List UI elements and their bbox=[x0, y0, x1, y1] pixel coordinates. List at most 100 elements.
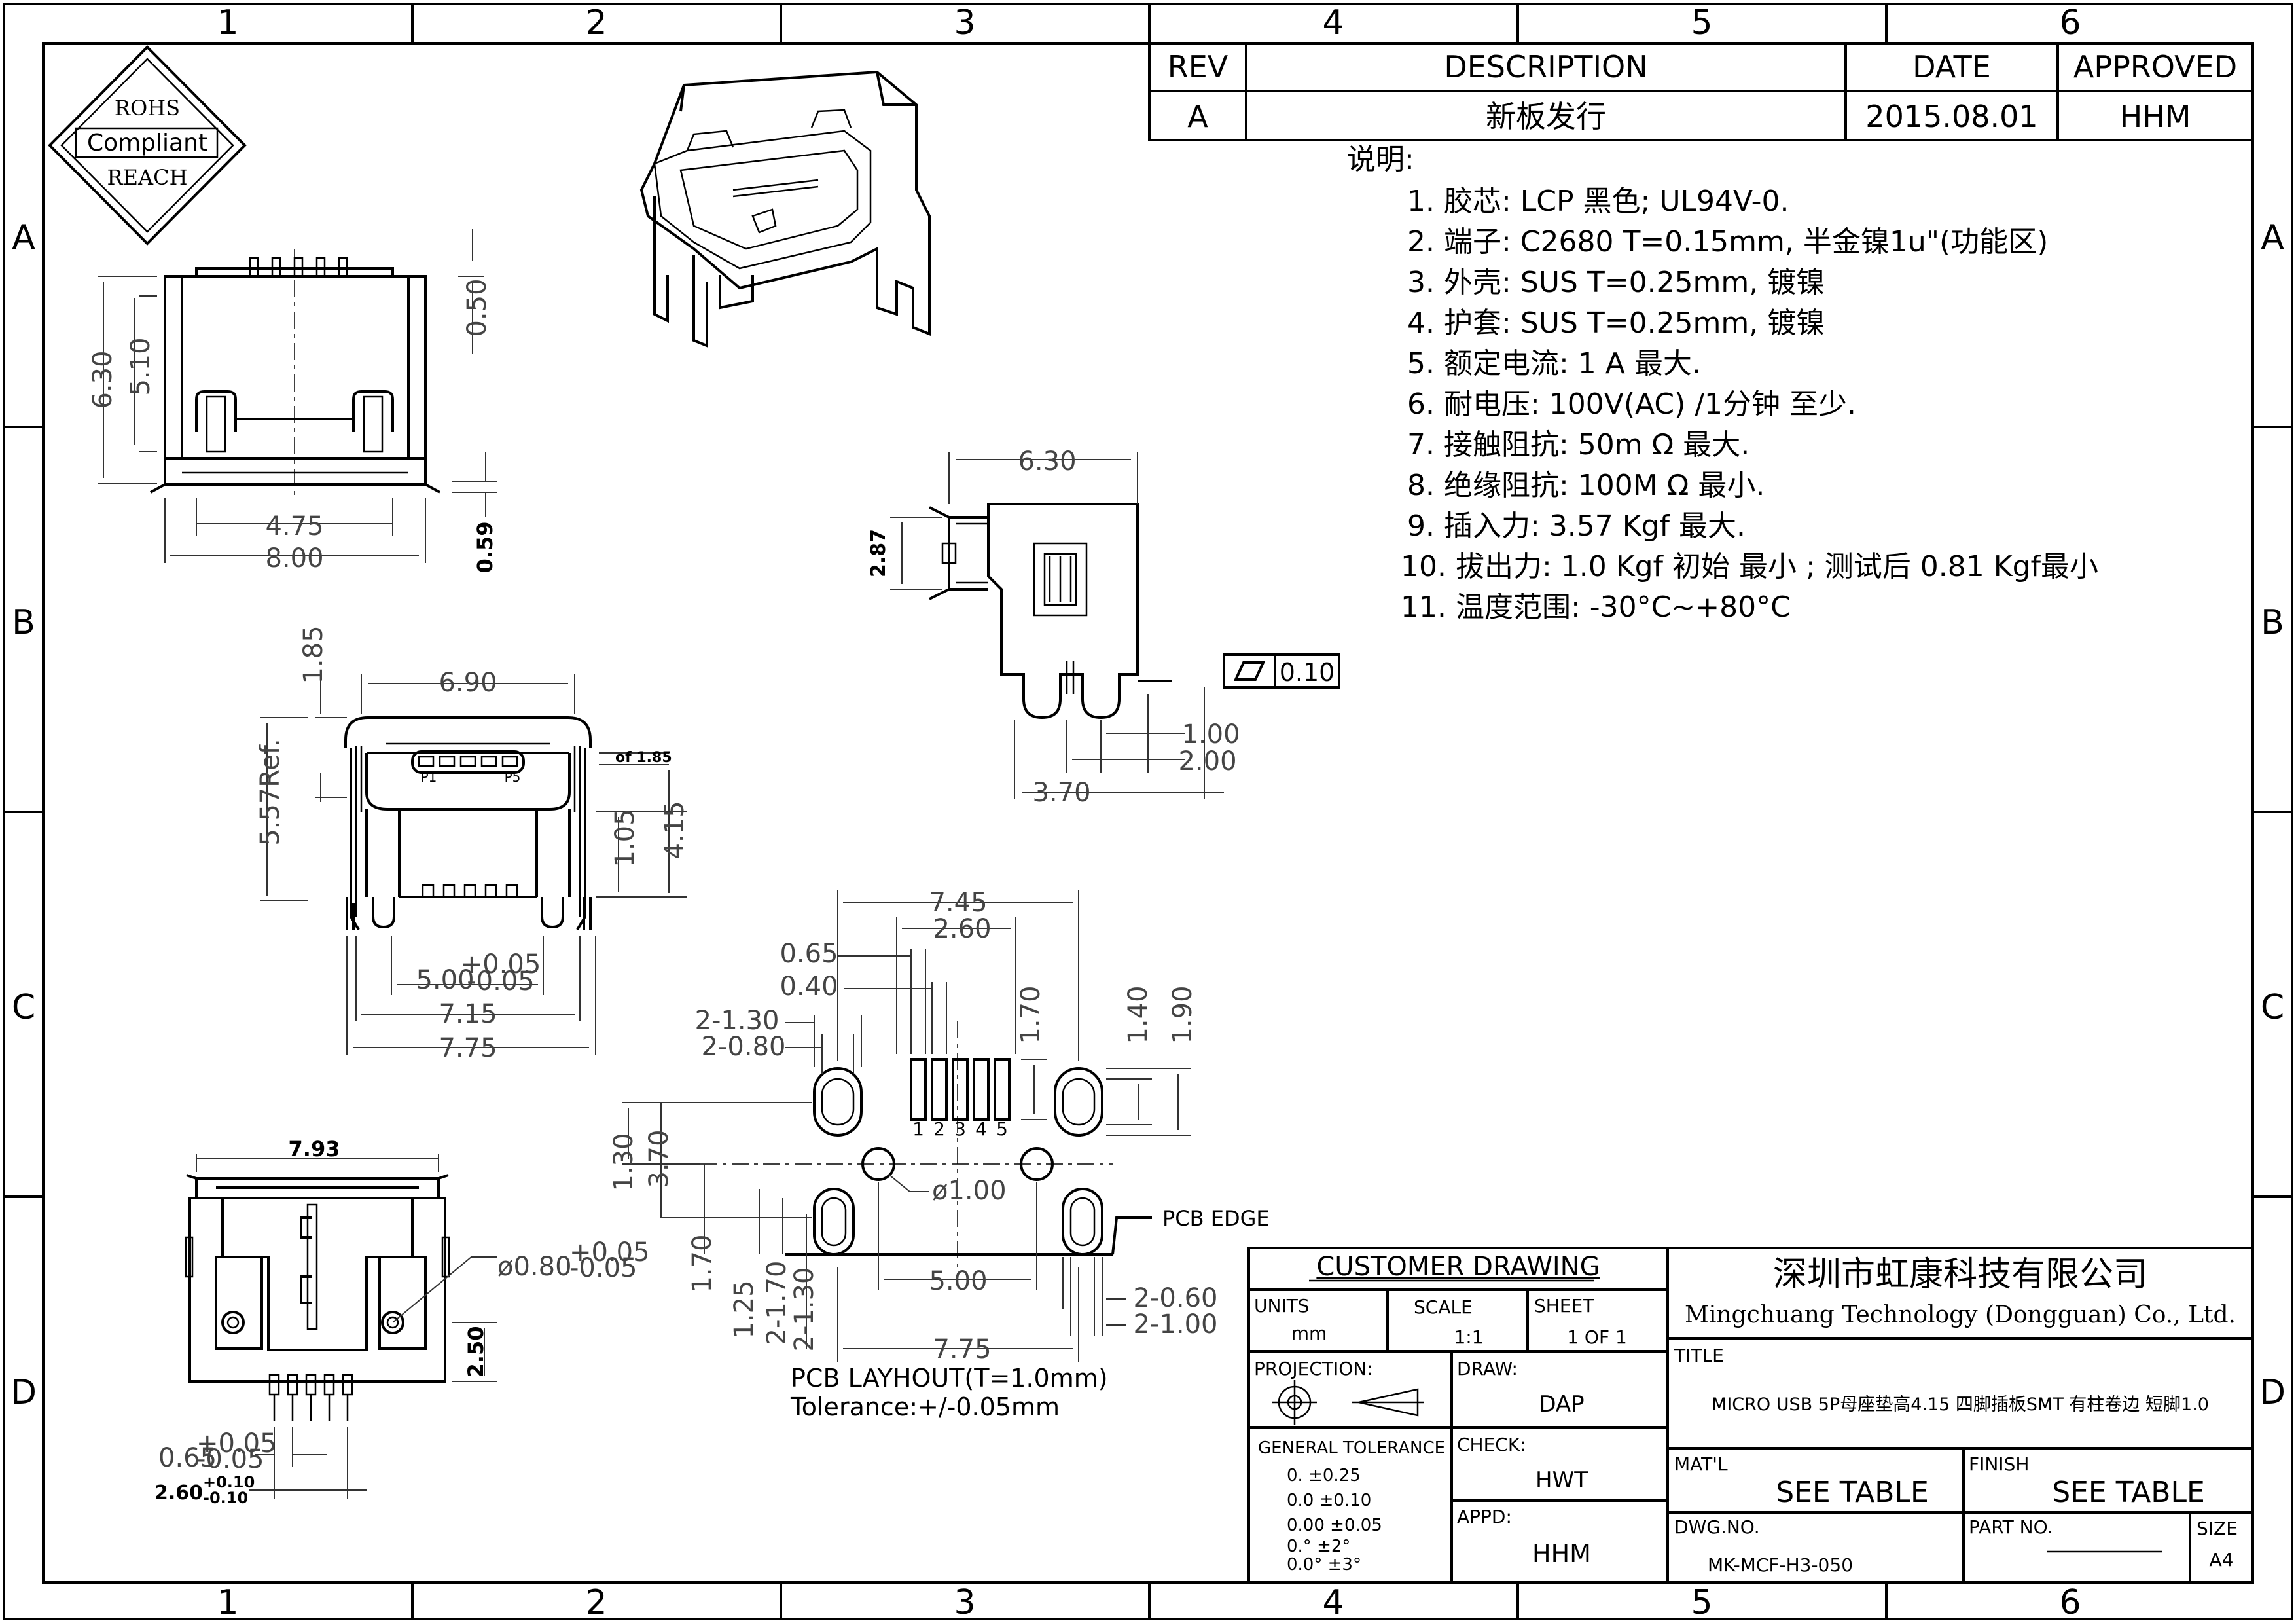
dim-0-65-tol-low: -0.05 bbox=[196, 1444, 264, 1474]
row-label-d-right: D bbox=[2259, 1373, 2286, 1412]
draw-value: DAP bbox=[1539, 1391, 1584, 1417]
dim-5-57-ref: 5.57Ref. bbox=[255, 739, 285, 846]
dim-5-00-tol-low: -0.05 bbox=[467, 966, 535, 996]
dim-7-75: 7.75 bbox=[439, 1033, 497, 1063]
front-top-view: 6.30 5.10 0.50 4.75 8.00 0.59 bbox=[88, 229, 497, 574]
pcb-edge-label: PCB EDGE bbox=[1162, 1206, 1270, 1231]
dim-6-30: 6.30 bbox=[88, 350, 118, 409]
dim-5-00: 5.00 bbox=[416, 965, 474, 995]
dim-2-1-30: 2-1.30 bbox=[695, 1006, 780, 1036]
sheet-value: 1 OF 1 bbox=[1567, 1326, 1627, 1348]
dim-side-3-70: 3.70 bbox=[1032, 778, 1090, 808]
dim-side-2-87: 2.87 bbox=[867, 529, 890, 577]
dim-5-10: 5.10 bbox=[126, 337, 156, 395]
dim-0-65-pcb: 0.65 bbox=[780, 939, 838, 969]
date-header: DATE bbox=[1912, 49, 1991, 84]
pad-number-4: 4 bbox=[975, 1118, 987, 1140]
dim-6-90: 6.90 bbox=[439, 668, 497, 698]
bottom-view: 7.93 ø0.80 +0.05 -0.05 2.50 0.65 +0.05 -… bbox=[154, 1137, 650, 1507]
row-label-a: A bbox=[12, 218, 35, 257]
dim-1-05: 1.05 bbox=[610, 809, 640, 867]
company-name-cn: 深圳市虹康科技有限公司 bbox=[1773, 1255, 2147, 1294]
pad-number-3: 3 bbox=[954, 1118, 966, 1140]
dim-2-1-30-v: 2-1.30 bbox=[789, 1267, 819, 1352]
sheet-label: SHEET bbox=[1534, 1295, 1594, 1317]
dim-1-40-slot: 1.40 bbox=[1123, 985, 1153, 1044]
dim-2-0-60: 2-0.60 bbox=[1134, 1283, 1218, 1313]
approved-value: HHM bbox=[2120, 99, 2191, 134]
badge-compliant: Compliant bbox=[87, 130, 207, 156]
dim-hole-0-80: ø0.80 bbox=[497, 1252, 572, 1282]
note-7: 7. 接触阻抗: 50m Ω 最大. bbox=[1407, 428, 1749, 462]
pad-number-1: 1 bbox=[912, 1118, 924, 1140]
col-label-5: 5 bbox=[1691, 3, 1712, 43]
dim-0-50: 0.50 bbox=[462, 278, 492, 337]
isometric-view bbox=[639, 70, 931, 348]
pcb-pads bbox=[910, 1058, 1011, 1121]
revision-table: REV DESCRIPTION DATE APPROVED A 新板发行 201… bbox=[1148, 42, 2254, 141]
dwg-value: MK-MCF-H3-050 bbox=[1708, 1554, 1853, 1576]
tolerance-2: 0.00 ±0.05 bbox=[1287, 1516, 1382, 1535]
dim-5-00-tol-up: +0.05 bbox=[461, 949, 541, 979]
tolerance-0: 0. ±0.25 bbox=[1287, 1466, 1361, 1486]
dim-side-1-00: 1.00 bbox=[1181, 720, 1240, 750]
pad-number-5: 5 bbox=[996, 1118, 1008, 1140]
dim-1-25-v: 1.25 bbox=[729, 1280, 759, 1338]
dim-7-75-pcb: 7.75 bbox=[933, 1334, 991, 1364]
col-label-1-bottom: 1 bbox=[217, 1583, 238, 1622]
dim-1-85: 1.85 bbox=[298, 625, 329, 684]
title-label: TITLE bbox=[1674, 1345, 1724, 1366]
dim-1-90-slot: 1.90 bbox=[1168, 985, 1198, 1044]
draw-label: DRAW: bbox=[1457, 1358, 1518, 1379]
badge-rohs: ROHS bbox=[115, 96, 180, 120]
date-value: 2015.08.01 bbox=[1865, 99, 2037, 134]
dim-hole-1-00: ø1.00 bbox=[932, 1176, 1007, 1206]
dim-1-70-pad: 1.70 bbox=[1016, 985, 1046, 1044]
col-label-2-bottom: 2 bbox=[585, 1583, 607, 1622]
dim-2-60-tol-low: -0.10 bbox=[203, 1489, 248, 1507]
col-label-6: 6 bbox=[2059, 3, 2081, 43]
dim-0-40-pcb: 0.40 bbox=[780, 972, 838, 1002]
note-5: 5. 额定电流: 1 A 最大. bbox=[1407, 347, 1701, 380]
pad-number-2: 2 bbox=[933, 1118, 945, 1140]
dim-hole-tol-up: +0.05 bbox=[569, 1237, 650, 1267]
size-value: A4 bbox=[2210, 1549, 2234, 1571]
col-label-3: 3 bbox=[954, 3, 975, 43]
rev-value: A bbox=[1187, 99, 1208, 134]
scale-value: 1:1 bbox=[1454, 1326, 1483, 1348]
dim-7-15: 7.15 bbox=[439, 999, 497, 1029]
appd-value: HHM bbox=[1532, 1539, 1591, 1568]
flatness-0-10: 0.10 bbox=[1280, 658, 1335, 687]
row-label-b: B bbox=[12, 603, 35, 642]
dim-side-2-00: 2.00 bbox=[1178, 746, 1236, 776]
row-label-d: D bbox=[10, 1373, 37, 1412]
rev-header: REV bbox=[1168, 49, 1229, 84]
dim-4-75: 4.75 bbox=[265, 511, 323, 541]
col-label-1: 1 bbox=[217, 3, 238, 43]
notes: 说明: 1. 胶芯: LCP 黑色; UL94V-0. 2. 端子: C2680… bbox=[1347, 143, 2098, 624]
dim-2-60-tol-up: +0.10 bbox=[203, 1473, 255, 1491]
note-11: 11. 温度范围: -30°C~+80°C bbox=[1401, 591, 1791, 624]
part-label: PART NO. bbox=[1969, 1516, 2053, 1538]
col-label-3-bottom: 3 bbox=[954, 1583, 975, 1622]
col-label-2: 2 bbox=[585, 3, 607, 43]
front-view: P1 P5 6.90 1.85 5.57Ref. 1.05 4.15 of 1.… bbox=[255, 625, 690, 1063]
projection-label: PROJECTION: bbox=[1254, 1358, 1373, 1379]
dim-5-00-pcb: 5.00 bbox=[929, 1266, 987, 1296]
pcb-caption-1: PCB LAYHOUT(T=1.0mm) bbox=[791, 1364, 1108, 1393]
label-p5: P5 bbox=[505, 769, 521, 785]
dim-0-65-tol-up: +0.05 bbox=[196, 1429, 277, 1459]
check-value: HWT bbox=[1535, 1467, 1588, 1493]
col-label-4: 4 bbox=[1322, 3, 1344, 43]
dim-1-70-v: 1.70 bbox=[687, 1234, 717, 1292]
description-header: DESCRIPTION bbox=[1444, 49, 1647, 84]
units-value: mm bbox=[1291, 1322, 1327, 1344]
side-view: 6.30 2.87 0.10 1.00 2.00 3.70 bbox=[867, 447, 1340, 808]
row-label-a-right: A bbox=[2261, 218, 2284, 257]
dim-2-1-70-v: 2-1.70 bbox=[762, 1261, 792, 1345]
description-value: 新板发行 bbox=[1486, 99, 1606, 134]
notes-heading: 说明: bbox=[1347, 143, 1414, 176]
note-9: 9. 插入力: 3.57 Kgf 最大. bbox=[1407, 509, 1746, 543]
dim-1-30-v: 1.30 bbox=[609, 1133, 639, 1191]
